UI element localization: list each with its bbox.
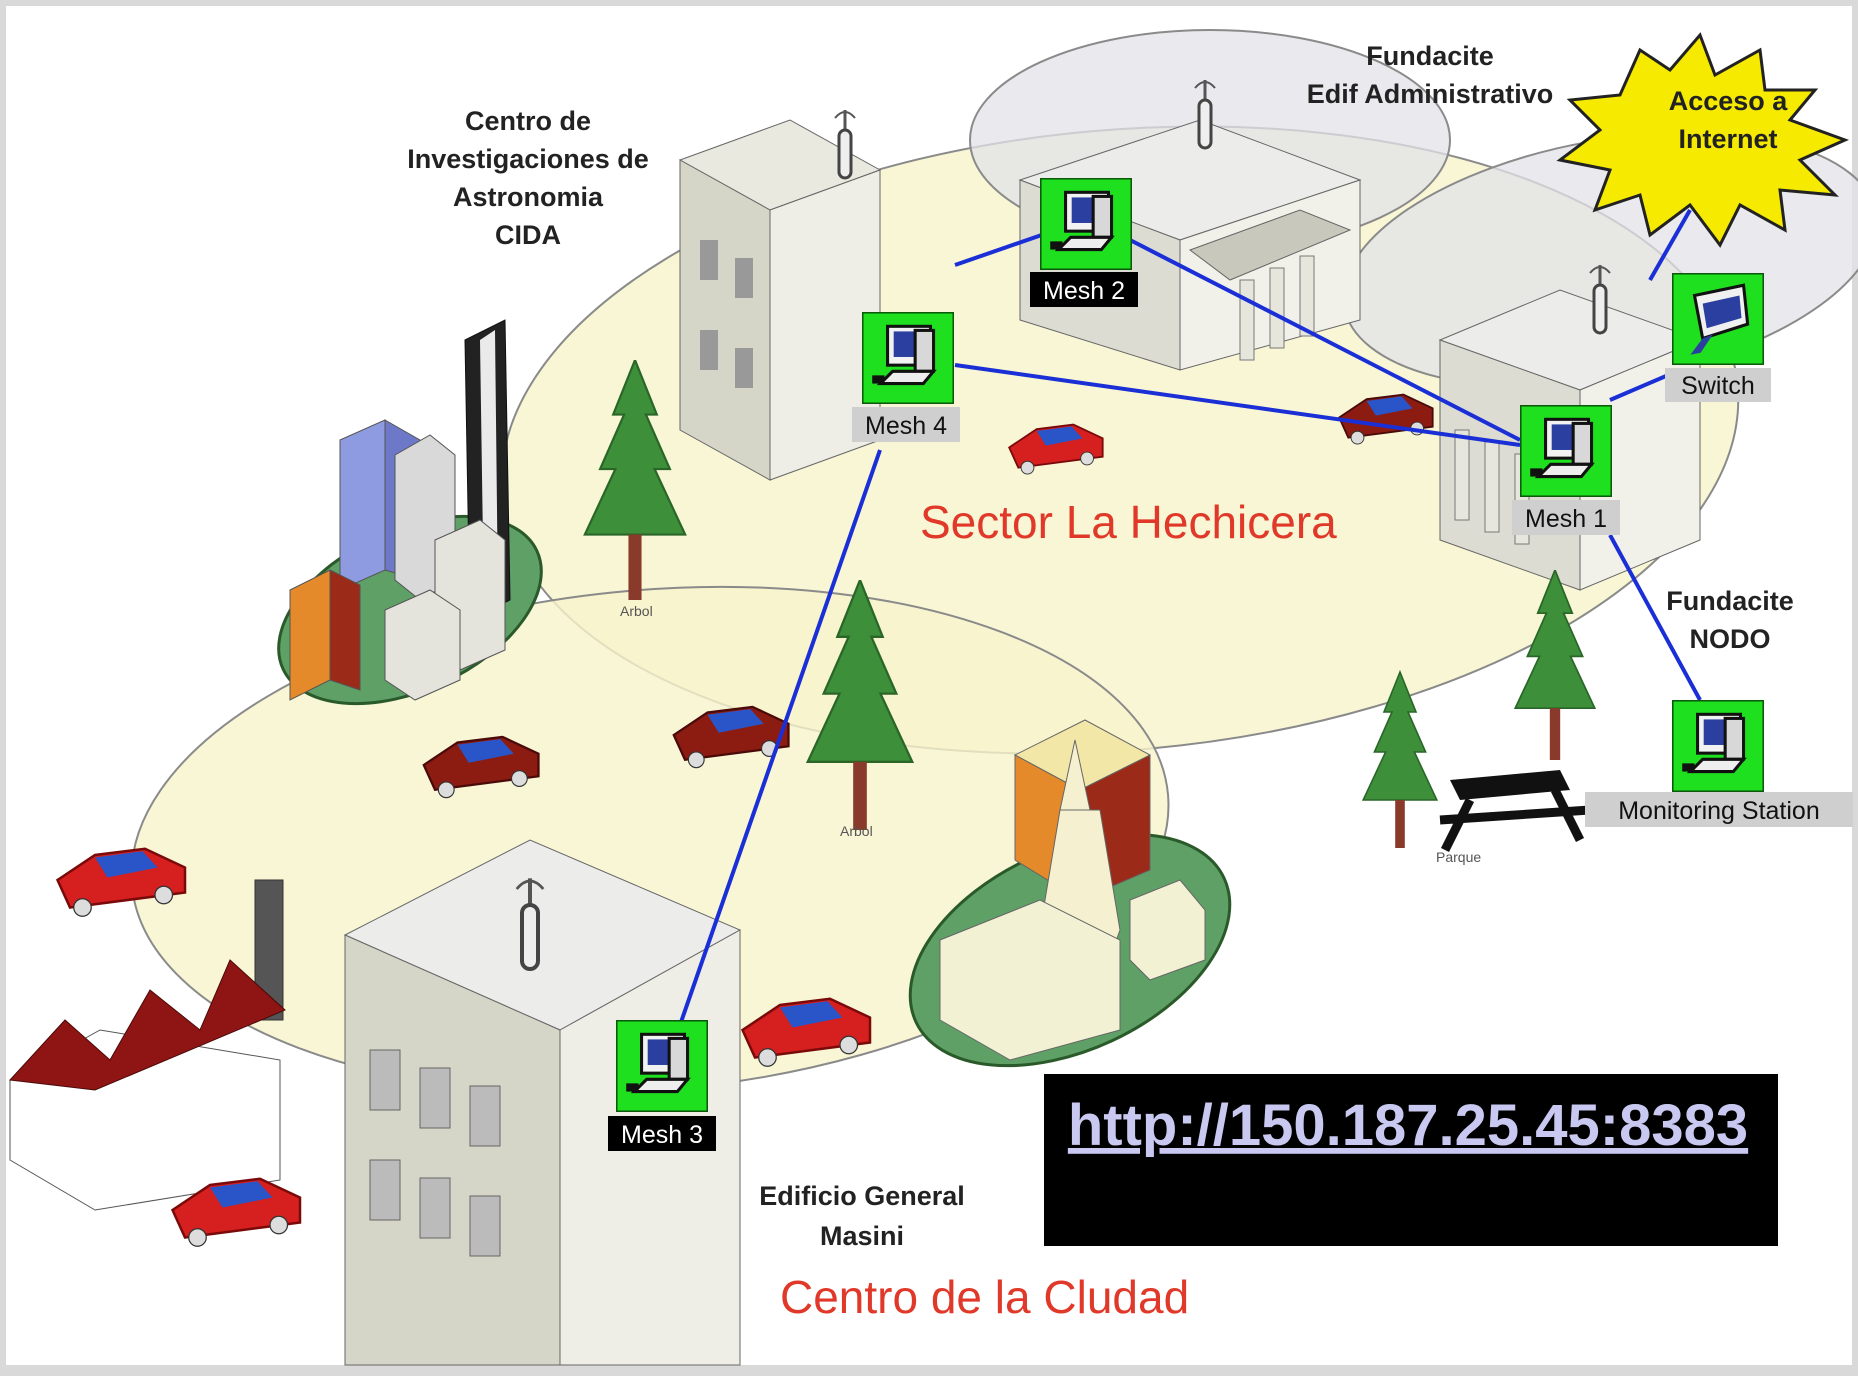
url-link[interactable]: http://150.187.25.45:8383 [1068, 1093, 1748, 1158]
tree-label-arbol-2: Arbol [840, 823, 873, 839]
caption-bg [1665, 368, 1771, 402]
node-label-mesh4: Mesh 4 [865, 412, 947, 440]
label-fundacite-admin-line2: Edif Administrativo [1307, 79, 1554, 109]
label-cida-line2: Investigaciones de [407, 144, 649, 174]
node-label-mesh1: Mesh 1 [1525, 505, 1607, 533]
tree-label-arbol-1: Arbol [620, 603, 653, 619]
label-edificio-masini: Edificio General Masini [759, 1181, 965, 1251]
caption-bg [1585, 792, 1853, 827]
node-label-switch: Switch [1681, 372, 1755, 400]
link-mesh1-monitoring [1608, 534, 1702, 701]
label-internet-line1: Acceso a [1669, 86, 1789, 116]
label-internet: Acceso a Internet [1669, 86, 1789, 154]
computer-icon[interactable] [616, 1020, 708, 1112]
label-fundacite-nodo: Fundacite NODO [1666, 586, 1794, 654]
mesh-links [678, 209, 1702, 1026]
label-cida-line1: Centro de [465, 106, 591, 136]
label-masini-line2: Masini [820, 1221, 904, 1251]
building-cida-block [678, 110, 882, 481]
computer-icon[interactable] [1672, 700, 1764, 792]
label-cida-line4: CIDA [495, 220, 561, 250]
computer-icon[interactable] [862, 312, 954, 404]
church [939, 719, 1206, 1061]
link-mesh4-mesh3 [678, 449, 882, 1026]
label-fundacite-admin-line1: Fundacite [1366, 41, 1494, 71]
computer-icon[interactable] [1040, 178, 1132, 270]
url-box [1044, 1074, 1778, 1246]
link-switch-internet [1648, 209, 1692, 281]
link-mesh2-mesh1 [1129, 238, 1521, 442]
label-fundacite-admin: Fundacite Edif Administrativo [1307, 41, 1554, 109]
caption-bg [608, 1116, 716, 1151]
caption-bg [1512, 500, 1620, 535]
caption-bg [1030, 272, 1138, 307]
label-internet-line2: Internet [1678, 124, 1777, 154]
caption-bg [852, 407, 960, 442]
picnic-table-icon [1439, 770, 1591, 853]
label-parque: Parque [1436, 849, 1481, 865]
starburst-icon [1556, 32, 1850, 248]
node-label-monitoring: Monitoring Station [1618, 797, 1820, 825]
label-fundacite-nodo-line1: Fundacite [1666, 586, 1794, 616]
label-cida: Centro de Investigaciones de Astronomia … [407, 106, 649, 250]
computer-icon[interactable] [1520, 405, 1612, 497]
factory [8, 879, 286, 1211]
switch-icon[interactable] [1672, 273, 1764, 365]
cida-buildings [289, 319, 511, 701]
node-label-mesh3: Mesh 3 [621, 1121, 703, 1149]
node-label-mesh2: Mesh 2 [1043, 277, 1125, 305]
sector-label-centro: Centro de la Cludad [780, 1271, 1189, 1323]
label-cida-line3: Astronomia [453, 182, 604, 212]
link-mesh4-mesh1 [954, 363, 1521, 447]
sector-label-hechicera: Sector La Hechicera [920, 496, 1337, 548]
url-link-text[interactable]: http://150.187.25.45:8383 [1068, 1093, 1748, 1158]
label-masini-line1: Edificio General [759, 1181, 965, 1211]
building-fundacite-admin [1018, 78, 1362, 371]
label-fundacite-nodo-line2: NODO [1690, 624, 1771, 654]
